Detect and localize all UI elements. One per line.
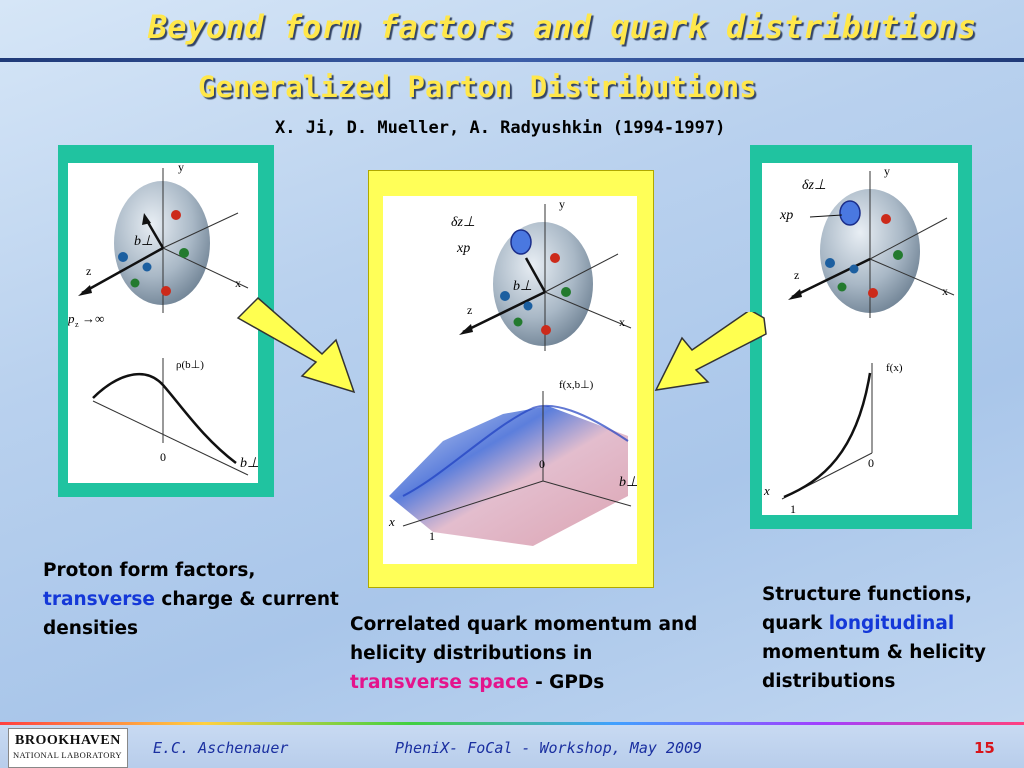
left-caption-highlight: transverse bbox=[43, 589, 155, 610]
b-axis bbox=[92, 400, 249, 476]
gpd-surface bbox=[389, 406, 628, 546]
origin-label: 0 bbox=[160, 450, 166, 464]
x-label: x bbox=[235, 276, 241, 290]
svg-text:0: 0 bbox=[868, 456, 874, 470]
x-axis bbox=[162, 247, 249, 289]
middle-caption: Correlated quark momentum and helicity d… bbox=[350, 614, 698, 693]
pz-label: p bbox=[68, 311, 75, 326]
proton-form-factor-diagram: y z x b⊥ p z →∞ ρ(b⊥) 0 b⊥ bbox=[67, 160, 259, 476]
structure-function-diagram: y z x δz⊥ xp f(x) 0 1 x bbox=[763, 164, 955, 516]
z-axis bbox=[462, 290, 546, 334]
svg-text:z: z bbox=[467, 303, 472, 317]
slide-subtitle: Generalized Parton Distributions bbox=[198, 70, 757, 104]
xp-label: xp bbox=[456, 241, 470, 256]
right-arrow-icon bbox=[654, 312, 767, 391]
b-perp-axis-label: b⊥ bbox=[240, 456, 258, 471]
svg-text:x: x bbox=[388, 514, 395, 529]
logo-line2: NATIONAL LABORATORY bbox=[13, 750, 122, 760]
delta-z-label: δz⊥ bbox=[802, 178, 826, 193]
right-caption: Structure functions, quark longitudinal … bbox=[762, 584, 986, 692]
slide-title: Beyond form factors and quark distributi… bbox=[148, 8, 977, 46]
z-axis bbox=[791, 257, 871, 299]
svg-text:1: 1 bbox=[429, 529, 435, 543]
svg-text:0: 0 bbox=[539, 457, 545, 471]
rho-label: ρ(b⊥) bbox=[176, 359, 204, 371]
pz-infinity: →∞ bbox=[82, 311, 104, 326]
b-perp-label: b⊥ bbox=[134, 234, 153, 249]
svg-text:b⊥: b⊥ bbox=[513, 279, 532, 294]
middle-figure-frame: y z x δz⊥ xp b⊥ f(x,b⊥) 0 1 x b⊥ bbox=[368, 170, 654, 588]
delta-z-blob bbox=[839, 200, 861, 226]
svg-text:b⊥: b⊥ bbox=[619, 475, 637, 490]
z-label: z bbox=[86, 264, 91, 278]
rho-curve bbox=[92, 373, 237, 464]
middle-caption-highlight: transverse space bbox=[350, 672, 529, 693]
f-label: f(x,b⊥) bbox=[559, 379, 594, 391]
svg-text:x: x bbox=[619, 315, 625, 329]
delta-z-label: δz⊥ bbox=[451, 215, 475, 230]
right-caption-highlight: longitudinal bbox=[828, 613, 955, 634]
authors-line: X. Ji, D. Mueller, A. Radyushkin (1994-1… bbox=[275, 118, 726, 138]
left-arrow-icon bbox=[236, 296, 356, 394]
svg-text:z: z bbox=[794, 268, 799, 282]
footer-divider bbox=[0, 722, 1024, 725]
svg-text:1: 1 bbox=[790, 502, 796, 515]
page-number: 15 bbox=[974, 739, 995, 757]
gpd-diagram: y z x δz⊥ xp b⊥ f(x,b⊥) 0 1 x b⊥ bbox=[388, 197, 638, 546]
svg-text:x: x bbox=[763, 483, 770, 498]
quark-blue bbox=[118, 252, 128, 262]
right-figure: y z x δz⊥ xp f(x) 0 1 x bbox=[762, 163, 958, 516]
svg-text:y: y bbox=[884, 164, 890, 178]
xp-label: xp bbox=[779, 208, 793, 223]
footer-author: E.C. Aschenauer bbox=[153, 739, 289, 757]
middle-figure: y z x δz⊥ xp b⊥ f(x,b⊥) 0 1 x b⊥ bbox=[383, 196, 638, 564]
b-perp-vector bbox=[524, 257, 547, 293]
quark-red bbox=[171, 210, 181, 220]
quark-green bbox=[179, 248, 189, 258]
svg-text:y: y bbox=[559, 197, 565, 211]
fx-curve bbox=[783, 372, 872, 499]
footer-event: PheniX- FoCal - Workshop, May 2009 bbox=[395, 739, 703, 757]
left-figure: y z x b⊥ p z →∞ ρ(b⊥) 0 b⊥ bbox=[67, 160, 259, 483]
y-label: y bbox=[178, 163, 184, 174]
title-divider bbox=[0, 58, 1024, 62]
svg-text:z: z bbox=[75, 320, 79, 329]
logo-line1: BROOKHAVEN bbox=[15, 733, 121, 748]
b-perp-vector bbox=[144, 218, 165, 249]
right-figure-frame: y z x δz⊥ xp f(x) 0 1 x bbox=[750, 145, 972, 529]
z-axis bbox=[81, 246, 164, 295]
svg-text:x: x bbox=[942, 284, 948, 298]
footer-bar bbox=[0, 725, 1024, 768]
delta-z-blob bbox=[510, 229, 532, 255]
proton-ellipse bbox=[114, 181, 210, 305]
left-caption: Proton form factors, transverse charge &… bbox=[43, 560, 339, 639]
f-label: f(x) bbox=[886, 362, 903, 374]
left-figure-frame: y z x b⊥ p z →∞ ρ(b⊥) 0 b⊥ bbox=[58, 145, 274, 497]
bnl-logo: BROOKHAVEN NATIONAL LABORATORY bbox=[8, 728, 128, 768]
